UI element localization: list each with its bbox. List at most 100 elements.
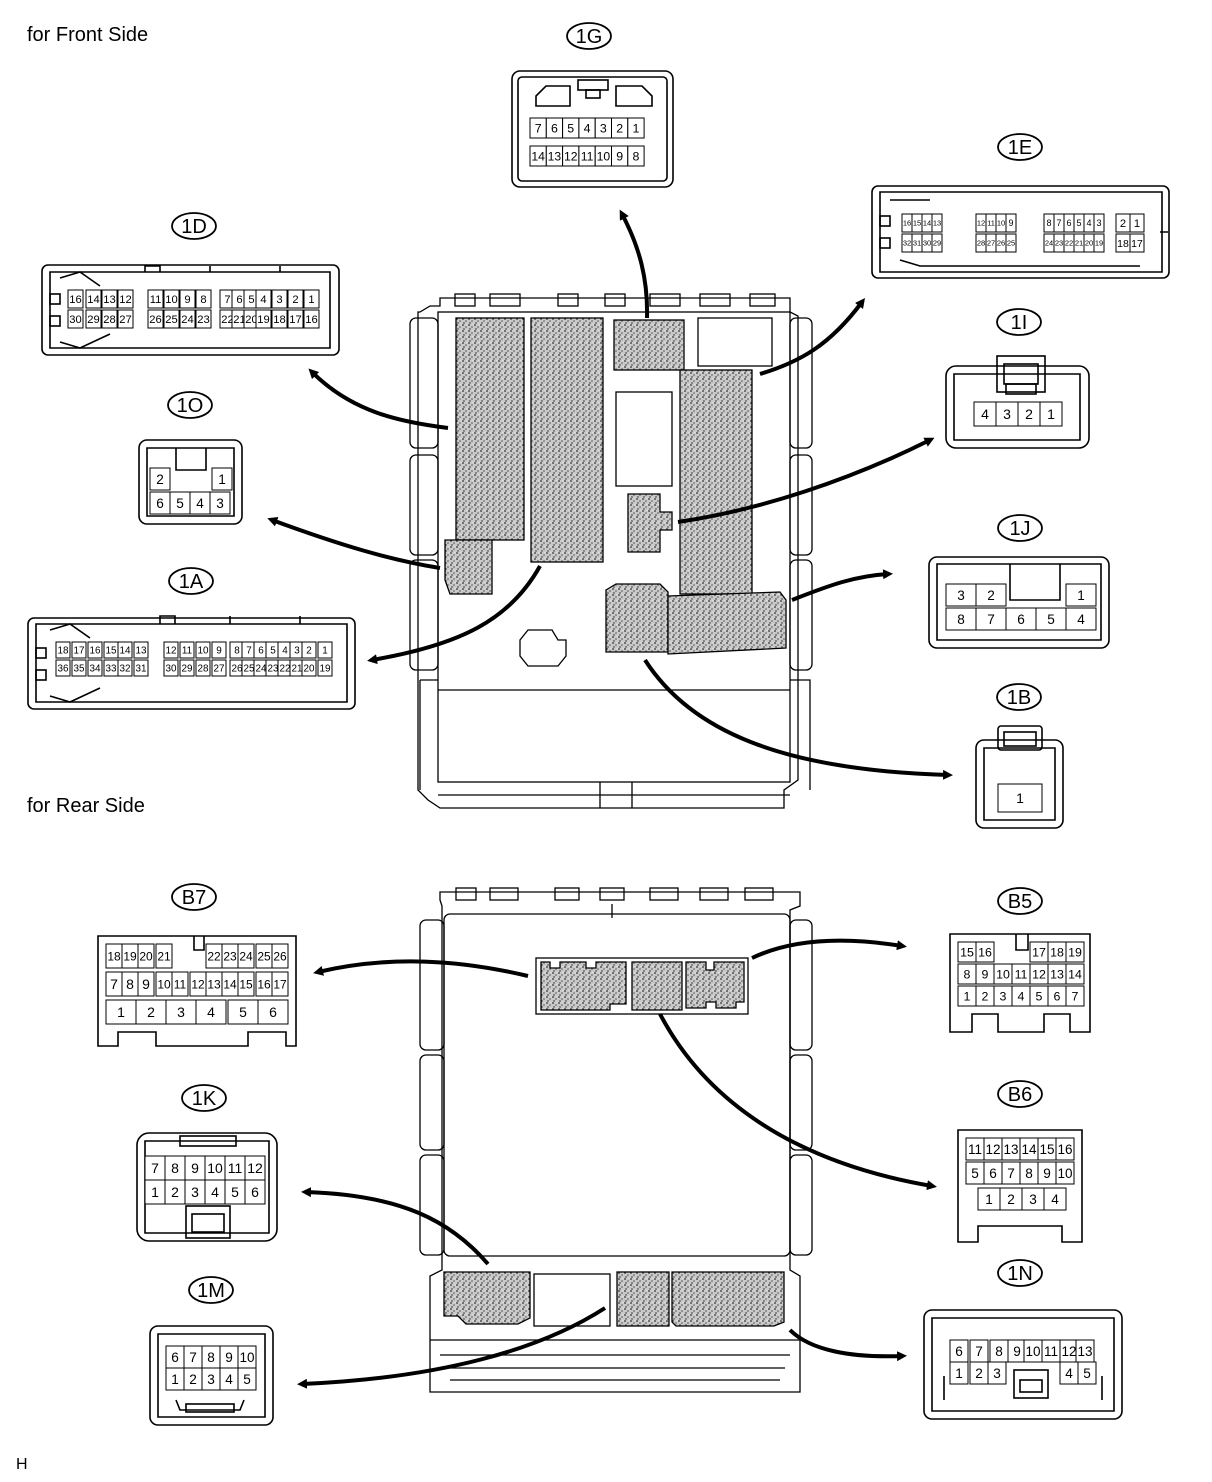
- pin-number: 13: [1050, 967, 1064, 981]
- pin-cell: [1065, 963, 1085, 985]
- pin-number: 20: [139, 949, 153, 963]
- pin-cell: [147, 309, 164, 329]
- pin-number: 5: [1047, 612, 1055, 627]
- pin-number: 12: [985, 1142, 1000, 1157]
- pin-number: 8: [1046, 218, 1051, 228]
- pin-cell: [255, 309, 272, 329]
- pin-number: 7: [1072, 989, 1079, 1003]
- pin-cell: [931, 213, 943, 233]
- connector-label-oval: [996, 683, 1042, 711]
- pin-number: 6: [1066, 218, 1071, 228]
- pin-number: 27: [987, 239, 995, 248]
- pin-cell: [271, 943, 289, 969]
- pin-cell: [209, 491, 231, 515]
- pin-cell: [163, 659, 179, 677]
- pin-cell: [71, 659, 87, 677]
- pin-number: 12: [1032, 967, 1046, 981]
- pin-number: 26: [149, 314, 161, 326]
- pin-number: 9: [142, 976, 150, 992]
- pin-number: 23: [268, 664, 279, 675]
- pin-cell: [195, 641, 211, 659]
- pin-number: 8: [234, 646, 240, 657]
- pin-number: 4: [282, 646, 288, 657]
- pin-number: 14: [923, 219, 931, 228]
- pin-number: 7: [246, 646, 252, 657]
- pin-number: 9: [184, 294, 190, 306]
- pin-cell: [1129, 213, 1145, 233]
- pin-number: 13: [1077, 1344, 1092, 1359]
- pin-number: 11: [1044, 1344, 1058, 1359]
- pin-number: 1: [1077, 588, 1085, 603]
- pin-number: 12: [166, 646, 177, 657]
- pin-number: 10: [239, 1350, 254, 1365]
- pin-number: 11: [1015, 967, 1028, 981]
- pin-number: 13: [103, 294, 115, 306]
- connector-1b: 1B1: [996, 683, 1043, 813]
- pin-number: 23: [223, 949, 237, 963]
- pin-number: 20: [1085, 239, 1093, 248]
- pin-number: 19: [1068, 945, 1082, 959]
- pin-number: 5: [1076, 218, 1081, 228]
- pin-cell: [301, 641, 317, 659]
- pin-number: 9: [225, 1350, 233, 1365]
- pin-cell: [317, 641, 333, 659]
- pin-number: 6: [1017, 612, 1025, 627]
- pin-cell: [997, 783, 1043, 813]
- pin-number: 8: [964, 967, 971, 981]
- pin-cell: [1055, 1161, 1075, 1185]
- corner-label: H: [16, 1456, 28, 1473]
- connector-outlines: [27, 70, 1170, 1426]
- pin-number: 4: [1051, 1192, 1059, 1207]
- pin-number: 7: [1007, 1166, 1015, 1181]
- pin-cell: [179, 309, 196, 329]
- pin-number: 6: [258, 646, 264, 657]
- pin-cell: [1055, 1137, 1075, 1161]
- pin-number: 8: [957, 612, 965, 627]
- pin-number: 6: [551, 121, 558, 135]
- pin-number: 3: [191, 1184, 199, 1200]
- pin-cell: [67, 289, 84, 309]
- pin-number: 18: [58, 646, 69, 657]
- pin-cell: [1065, 985, 1085, 1007]
- pin-number: 29: [182, 664, 193, 675]
- pin-cell: [155, 943, 173, 969]
- pin-number: 5: [248, 294, 254, 306]
- pin-number: 2: [156, 472, 164, 487]
- pin-number: 17: [74, 646, 85, 657]
- pin-number: 2: [1007, 1192, 1015, 1207]
- pin-number: 21: [157, 949, 171, 963]
- pin-number: 24: [256, 664, 267, 675]
- pin-number: 27: [119, 314, 131, 326]
- pin-cell: [71, 641, 87, 659]
- pin-number: 21: [1075, 239, 1083, 248]
- pin-number: 28: [103, 314, 115, 326]
- pin-number: 6: [989, 1166, 997, 1181]
- pin-number: 5: [176, 496, 184, 511]
- pin-number: 9: [616, 149, 623, 163]
- pin-cell: [133, 641, 149, 659]
- pin-number: 7: [535, 121, 542, 135]
- rear-junction-block: [419, 887, 813, 1393]
- pin-number: 8: [632, 149, 639, 163]
- pin-number: 17: [1131, 238, 1143, 250]
- pin-number: 1: [1016, 790, 1024, 806]
- pin-number: 4: [211, 1184, 219, 1200]
- pin-cell: [987, 1361, 1007, 1385]
- connector-label-oval: [167, 391, 213, 419]
- pin-number: 8: [207, 1350, 215, 1365]
- connector-code-label: 1O: [177, 395, 204, 417]
- pin-cell: [179, 641, 195, 659]
- pin-number: 5: [1036, 989, 1043, 1003]
- pin-cell: [271, 971, 289, 997]
- pin-number: 13: [1003, 1142, 1018, 1157]
- pin-number: 24: [181, 314, 193, 326]
- pin-number: 5: [567, 121, 574, 135]
- pin-number: 2: [292, 294, 298, 306]
- pin-cell: [237, 1367, 257, 1391]
- pin-number: 25: [165, 314, 177, 326]
- pin-number: 17: [1032, 945, 1046, 959]
- pin-cell: [179, 289, 196, 309]
- pin-number: 30: [69, 314, 81, 326]
